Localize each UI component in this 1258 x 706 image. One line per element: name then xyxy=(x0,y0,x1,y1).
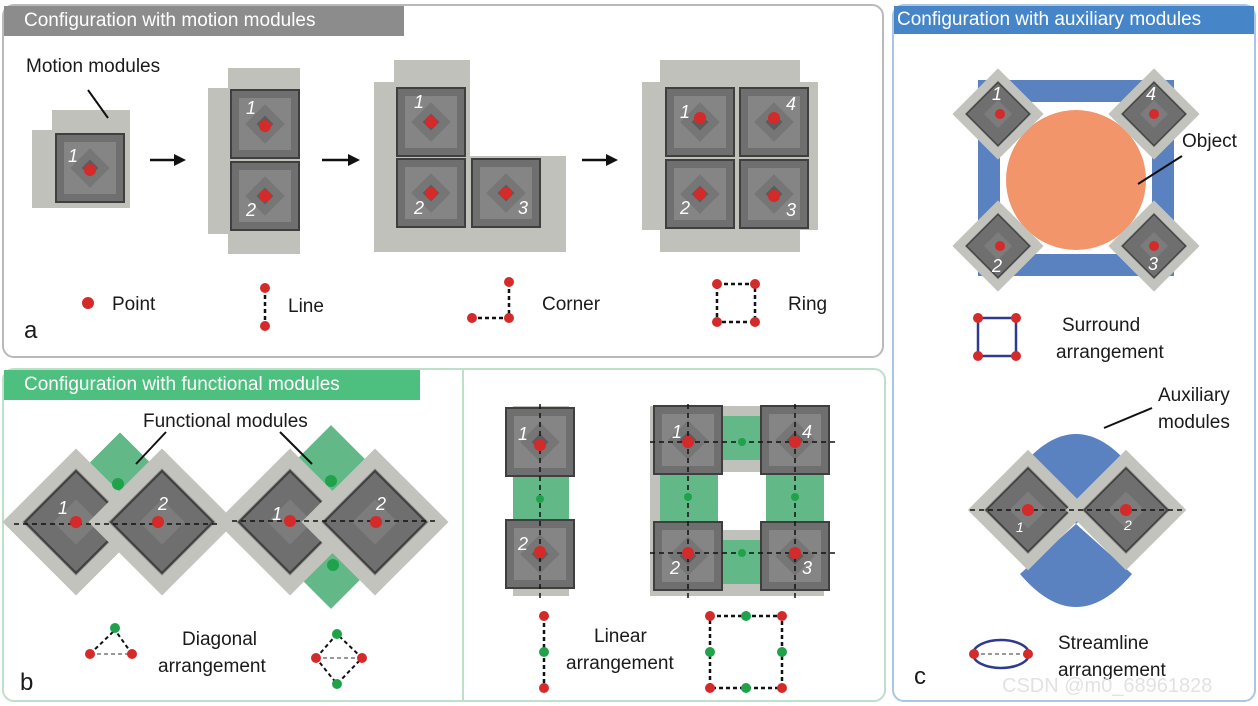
module-number: 1 xyxy=(68,146,78,166)
functional-leader-2 xyxy=(279,431,313,465)
auxiliary-label-1: Auxiliary xyxy=(1158,385,1230,406)
panel-c xyxy=(892,4,1256,702)
module-number: 2 xyxy=(157,494,168,514)
legend-point-label: Point xyxy=(112,294,156,315)
panel-b-divider xyxy=(462,370,464,700)
module-number: 2 xyxy=(991,256,1002,276)
surround-label-1: Surround xyxy=(1062,315,1140,336)
panel-b-module-numbers: 1 2 1 2 xyxy=(58,494,386,524)
legend-ring-label: Ring xyxy=(788,294,827,315)
module-number: 1 xyxy=(58,498,68,518)
module-number: 3 xyxy=(786,200,796,220)
functional-modules-label: Functional modules xyxy=(143,411,308,432)
panel-b xyxy=(2,368,886,702)
module-number: 3 xyxy=(1148,254,1158,274)
diagonal-label-1: Diagonal xyxy=(182,629,257,650)
diagonal-label-2: arrangement xyxy=(158,656,266,677)
module-number: 1 xyxy=(246,98,256,118)
linear-column-group xyxy=(505,404,575,598)
module-number: 3 xyxy=(802,558,812,578)
streamline-label-2: arrangement xyxy=(1058,660,1166,681)
module-number: 1 xyxy=(672,422,682,442)
surround-label-2: arrangement xyxy=(1056,342,1164,363)
panel-a-module-numbers: 1 1 2 1 2 3 1 4 2 3 xyxy=(68,92,796,220)
streamline-module-numbers: 1 2 xyxy=(1016,517,1132,535)
module-number: 1 xyxy=(1016,519,1024,535)
surround-module-numbers: 1 4 2 3 xyxy=(991,84,1158,276)
panel-c-tag: c xyxy=(914,663,926,690)
panel-a-modules xyxy=(32,60,818,254)
module-number: 2 xyxy=(517,534,528,554)
legend-line-label: Line xyxy=(288,296,324,317)
module-number: 1 xyxy=(414,92,424,112)
auxiliary-label-2: modules xyxy=(1158,412,1230,433)
auxiliary-leader xyxy=(1103,407,1153,429)
panel-a-arrows xyxy=(150,154,618,166)
linear-ring-group xyxy=(650,404,836,598)
streamline-icon xyxy=(969,638,1033,670)
linear-ring-icon xyxy=(705,611,787,693)
legend-line-icon xyxy=(260,283,270,331)
panel-a-tag: a xyxy=(24,317,38,344)
object-label: Object xyxy=(1182,131,1238,152)
linear-line-icon xyxy=(539,611,549,693)
module-number: 4 xyxy=(786,94,796,114)
module-number: 2 xyxy=(413,198,424,218)
module-number: 1 xyxy=(992,84,1002,104)
module-number: 2 xyxy=(245,200,256,220)
streamline-label-1: Streamline xyxy=(1058,633,1149,654)
motion-modules-leader xyxy=(87,89,109,119)
functional-leader-1 xyxy=(135,431,167,465)
diagonal-diamond-icon xyxy=(311,629,367,689)
linear-module-numbers: 1 2 1 4 2 3 xyxy=(517,422,812,578)
linear-label-2: arrangement xyxy=(566,653,674,674)
module-number: 3 xyxy=(518,198,528,218)
panel-c-header: Configuration with auxiliary modules xyxy=(894,6,1254,34)
surround-icon xyxy=(973,313,1021,361)
diagonal-left-group xyxy=(1,432,237,597)
object-leader xyxy=(1137,155,1183,185)
module-number: 1 xyxy=(680,102,690,122)
diagonal-right-group xyxy=(215,425,450,609)
module-number: 2 xyxy=(679,198,690,218)
motion-modules-label: Motion modules xyxy=(26,56,160,77)
legend-ring-icon xyxy=(712,279,760,327)
linear-label-1: Linear xyxy=(594,626,647,647)
module-number: 1 xyxy=(272,504,282,524)
surround-group xyxy=(951,67,1201,293)
legend-corner-icon xyxy=(467,277,514,323)
module-number: 2 xyxy=(375,494,386,514)
legend-point-icon xyxy=(82,297,94,309)
panel-a xyxy=(2,4,884,358)
panel-a-header: Configuration with motion modules xyxy=(4,6,404,36)
module-number: 1 xyxy=(518,424,528,444)
panel-b-header: Configuration with functional modules xyxy=(4,370,420,400)
watermark: CSDN @m0_68961828 xyxy=(1002,675,1212,697)
legend-corner-label: Corner xyxy=(542,294,601,315)
module-number: 4 xyxy=(1146,84,1156,104)
streamline-group xyxy=(966,434,1188,607)
panel-b-tag: b xyxy=(20,669,33,696)
diagonal-triangle-icon xyxy=(85,623,137,659)
module-number: 2 xyxy=(1123,517,1132,533)
module-number: 2 xyxy=(669,558,680,578)
module-number: 4 xyxy=(802,422,812,442)
